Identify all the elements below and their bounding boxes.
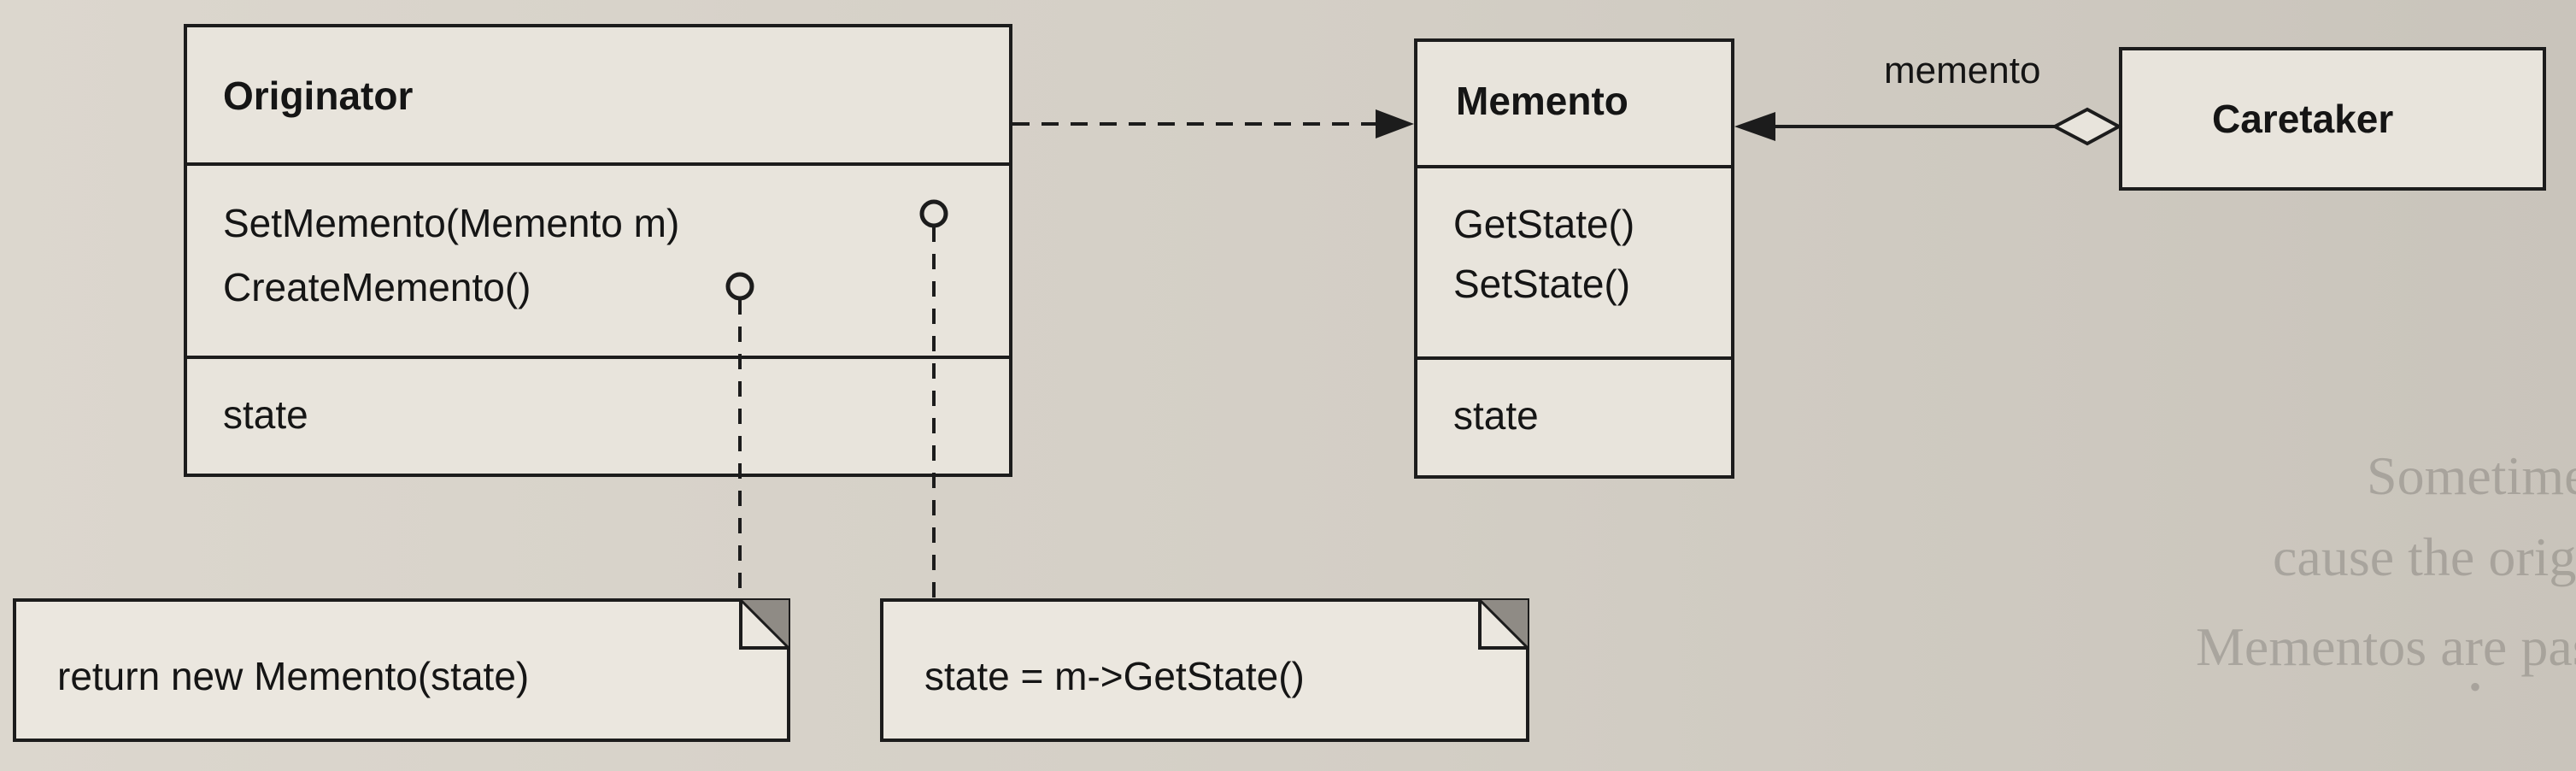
- originator-class[interactable]: Originator SetMemento(Memento m) CreateM…: [184, 24, 1012, 477]
- originator-name-compartment: Originator: [187, 27, 1009, 166]
- memento-class-name: Memento: [1456, 79, 1628, 123]
- memento-attributes-compartment: state: [1417, 356, 1731, 479]
- memento-attribute-state: state: [1453, 393, 1539, 438]
- create-memento-anchor: [725, 272, 754, 301]
- note-create-memento[interactable]: return new Memento(state): [13, 598, 790, 742]
- background-bullet: •: [2469, 668, 2482, 706]
- note-set-memento-text: state = m->GetState(): [924, 654, 1305, 698]
- originator-attributes-compartment: state: [187, 356, 1009, 477]
- memento-name-compartment: Memento: [1417, 42, 1731, 168]
- originator-operations-compartment: SetMemento(Memento m) CreateMemento(): [187, 162, 1009, 359]
- originator-attribute-state: state: [223, 392, 308, 437]
- aggregation-arrowhead: [1734, 112, 1775, 141]
- background-text-line-1: Sometimes the caretaker won't pass the m…: [2367, 445, 2576, 506]
- note-set-memento[interactable]: state = m->GetState(): [880, 598, 1529, 742]
- operation-create-memento: CreateMemento(): [223, 265, 531, 309]
- note-set-memento-fold: [1478, 598, 1529, 650]
- background-text-line-2: cause the originator might never need to…: [2273, 527, 2576, 587]
- operation-set-state: SetState(): [1453, 262, 1631, 306]
- background-text-line-3: Mementos are passive. Only the originato…: [2196, 616, 2576, 677]
- caretaker-class-name: Caretaker: [2212, 97, 2394, 141]
- memento-operations-compartment: GetState() SetState(): [1417, 165, 1731, 360]
- dependency-arrowhead: [1376, 109, 1414, 138]
- originator-class-name: Originator: [223, 74, 414, 118]
- operation-set-memento: SetMemento(Memento m): [223, 201, 680, 245]
- caretaker-class[interactable]: Caretaker: [2119, 47, 2546, 191]
- aggregation-role-label: memento: [1884, 50, 2041, 91]
- memento-class[interactable]: Memento GetState() SetState() state: [1414, 38, 1734, 479]
- note-create-memento-text: return new Memento(state): [57, 654, 530, 698]
- operation-get-state: GetState(): [1453, 202, 1635, 246]
- note-create-memento-fold: [739, 598, 790, 650]
- aggregation-diamond: [2051, 107, 2123, 146]
- set-memento-anchor: [919, 199, 948, 228]
